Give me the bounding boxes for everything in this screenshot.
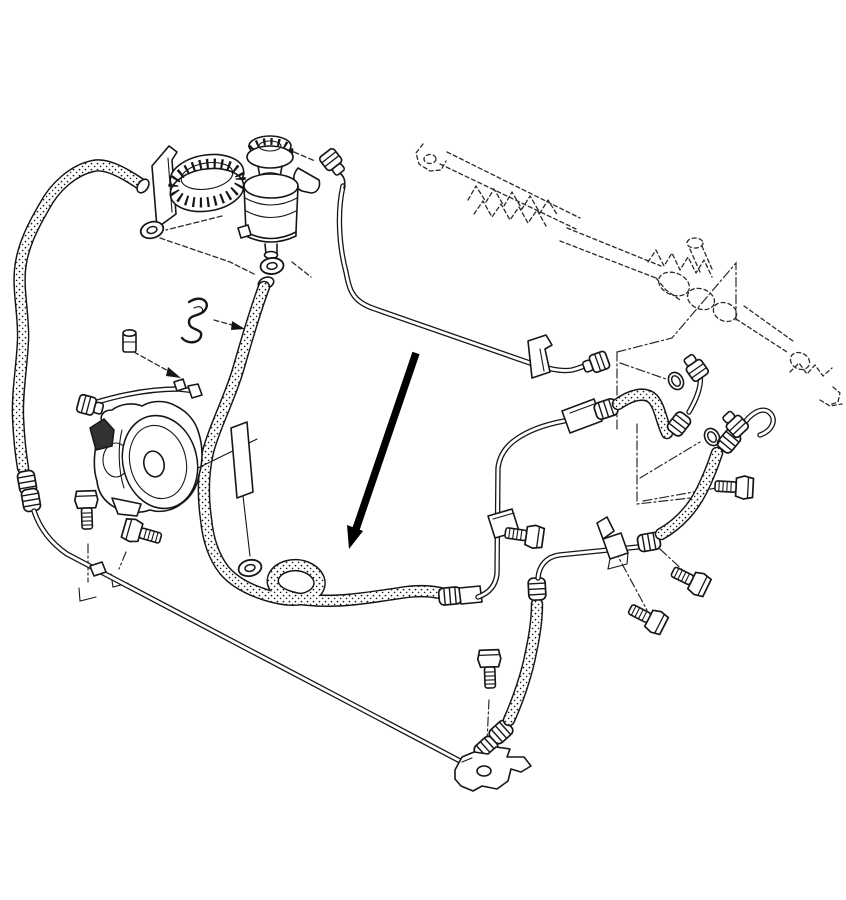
pipe-clip [89,561,107,577]
hex-bolt [713,473,755,501]
leader-arrowhead [166,367,181,378]
pump-mount-lug [111,497,142,517]
reservoir-seal-grommet [258,255,286,277]
pressure-hose-assembly [437,350,711,607]
hex-bolt [119,516,165,551]
banjo-fitting [580,349,612,377]
steering-rack-ghost [415,143,843,407]
crimp-fitting [437,585,463,607]
return-hose [11,159,776,765]
fluid-reservoir [237,135,299,277]
banjo-fitting [679,350,711,384]
mounting-grommet [236,556,264,580]
hex-bolt [73,489,100,531]
pump-pulley [121,414,199,510]
pipe-bracket-hook [293,167,321,194]
power-steering-pump [75,378,258,557]
banjo-fitting [317,146,349,179]
return-pipe [293,146,612,379]
leader-lines [78,151,316,602]
highlight-arrow [347,351,420,549]
hose-bracket [454,746,532,792]
banjo-fitting [75,393,106,419]
reservoir-mounting-band-bracket [151,145,246,229]
pipe-clip [173,378,187,392]
crimp-fitting [19,486,43,514]
pump-bracket [230,421,254,499]
pump-inlet-port [89,418,115,451]
o-ring [664,368,688,394]
reservoir-nipple [237,224,252,239]
bleed-stud [122,328,137,353]
alignment-box [485,261,737,763]
pipe-clamp [596,516,629,570]
leader-arrowhead [231,321,245,330]
suction-hose [197,276,447,608]
pipe-stand-bracket [527,334,553,379]
pipe-fitting [187,383,203,399]
reservoir-cap [246,135,294,186]
crimp-fitting [527,576,547,602]
hex-bolt [666,560,713,600]
hex-bolt [624,597,671,638]
bracket-bolt [476,648,503,690]
spring-clip [180,297,208,344]
